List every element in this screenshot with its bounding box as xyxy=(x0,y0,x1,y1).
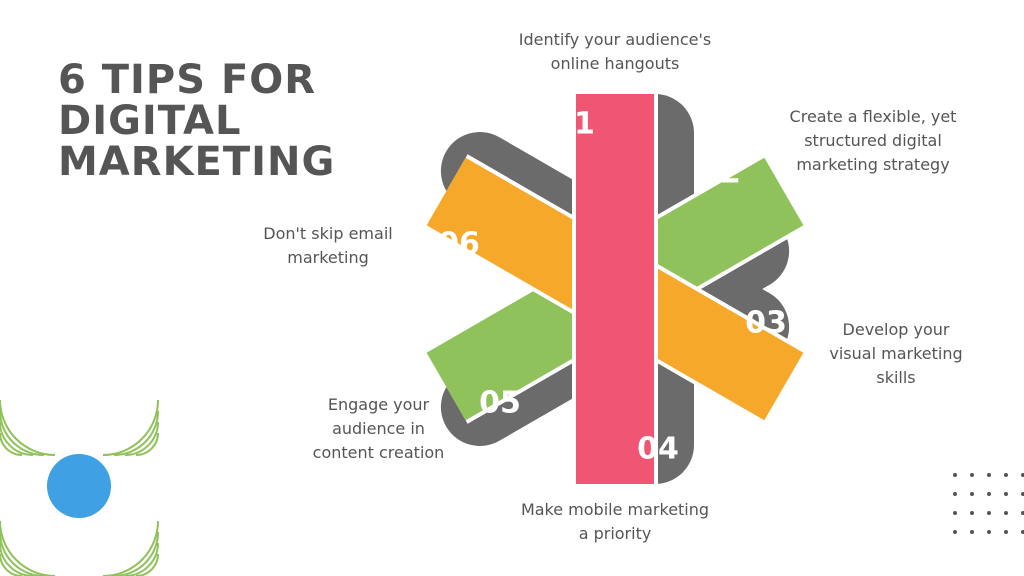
tip-numbers: 01 02 03 04 05 06 xyxy=(438,107,787,467)
tip-04-text: Make mobile marketing a priority xyxy=(495,498,735,546)
grid-dot xyxy=(1021,473,1024,477)
grid-dot xyxy=(953,473,957,477)
tip-number-05: 05 xyxy=(479,386,521,421)
grid-dot xyxy=(1021,492,1024,496)
tip-03-line-3: skills xyxy=(876,368,916,387)
grid-dot xyxy=(970,530,974,534)
tip-02-line-2: structured digital xyxy=(804,131,942,150)
grid-dot xyxy=(953,530,957,534)
grid-dot xyxy=(987,530,991,534)
bottom-right-arc-3 xyxy=(113,531,159,576)
grid-dot xyxy=(970,511,974,515)
tip-number-04: 04 xyxy=(637,432,679,467)
top-right-arc-3 xyxy=(113,410,159,456)
page-title: 6 TIPS FOR DIGITAL MARKETING xyxy=(58,60,335,183)
top-right-arc-2 xyxy=(124,421,159,456)
tip-05-line-3: content creation xyxy=(312,443,445,462)
grid-dot xyxy=(1004,530,1008,534)
decorative-dot-grid xyxy=(953,473,1024,534)
tip-05-line-2: audience in xyxy=(332,419,425,438)
decorative-arcs xyxy=(0,399,159,576)
tip-02-line-3: marketing strategy xyxy=(796,155,950,174)
colored-ribbons xyxy=(424,94,806,484)
tip-01-line-1: Identify your audience's xyxy=(518,30,712,49)
grid-dot xyxy=(953,492,957,496)
top-left-arc-2 xyxy=(0,421,34,456)
grid-dot xyxy=(1021,511,1024,515)
bottom-left-arc-3 xyxy=(0,531,45,576)
grid-dot xyxy=(970,492,974,496)
decorative-blue-circle xyxy=(47,454,111,518)
grid-dot xyxy=(1021,530,1024,534)
tip-05-text: Engage your audience in content creation xyxy=(296,393,461,465)
top-right-arc-4 xyxy=(102,399,159,456)
bottom-right-arc-2 xyxy=(124,542,159,576)
tip-02-text: Create a flexible, yet structured digita… xyxy=(768,105,978,177)
tip-number-06: 06 xyxy=(438,227,480,262)
grid-dot xyxy=(1004,492,1008,496)
grid-dot xyxy=(970,473,974,477)
tip-02-line-1: Create a flexible, yet xyxy=(789,107,957,126)
tip-number-01: 01 xyxy=(553,107,595,142)
tip-03-line-2: visual marketing xyxy=(829,344,963,363)
tip-01-line-2: online hangouts xyxy=(550,54,680,73)
top-right-arc-1 xyxy=(135,432,159,456)
tip-04-line-1: Make mobile marketing xyxy=(520,500,710,519)
top-left-arc-3 xyxy=(0,410,45,456)
grid-dot xyxy=(987,511,991,515)
tip-06-text: Don't skip email marketing xyxy=(248,222,408,270)
tip-01-text: Identify your audience's online hangouts xyxy=(495,28,735,76)
bottom-right-arc-4 xyxy=(102,520,159,576)
tip-number-03: 03 xyxy=(745,306,787,341)
bottom-left-arc-4 xyxy=(0,520,56,576)
top-left-arc-4 xyxy=(0,399,56,456)
tip-06-line-2: marketing xyxy=(287,248,369,267)
grid-dot xyxy=(1004,511,1008,515)
tip-03-line-1: Develop your xyxy=(842,320,950,339)
top-left-arc-1 xyxy=(0,432,23,456)
title-line-1: 6 TIPS FOR xyxy=(58,57,317,103)
bottom-left-arc-2 xyxy=(0,542,34,576)
title-line-2: DIGITAL xyxy=(58,98,242,144)
title-line-3: MARKETING xyxy=(58,139,336,185)
tip-06-line-1: Don't skip email xyxy=(263,224,393,243)
tip-04-line-2: a priority xyxy=(578,524,652,543)
tip-number-02: 02 xyxy=(699,156,741,191)
grid-dot xyxy=(987,473,991,477)
grid-dot xyxy=(987,492,991,496)
tip-05-line-1: Engage your xyxy=(327,395,430,414)
grid-dot xyxy=(1004,473,1008,477)
tip-03-text: Develop your visual marketing skills xyxy=(816,318,976,390)
grid-dot xyxy=(953,511,957,515)
